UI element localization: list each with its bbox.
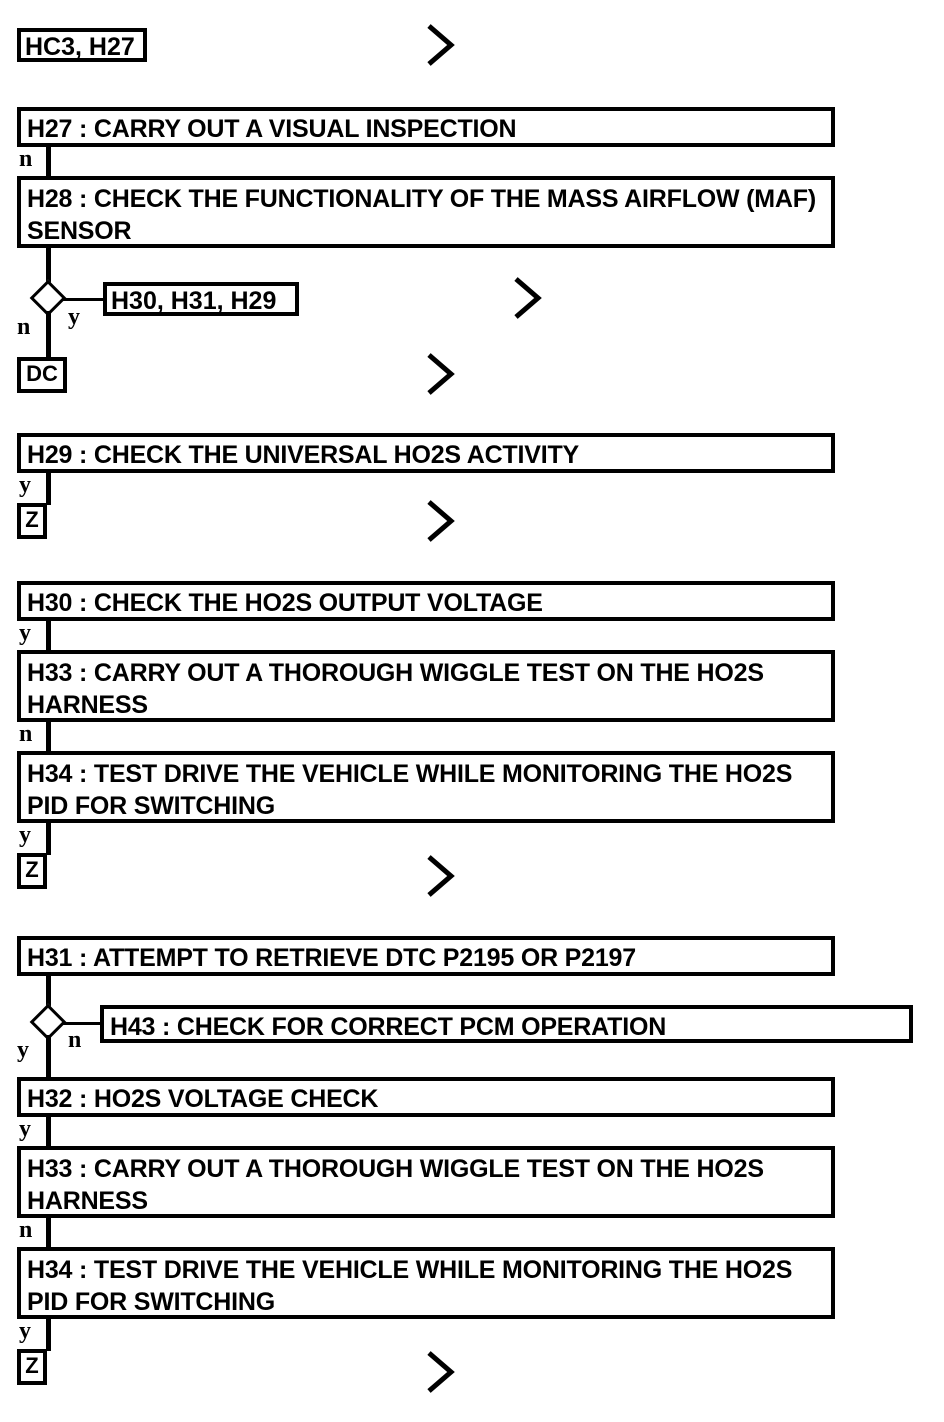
branch-label-decision1-no: n <box>17 314 31 340</box>
connector-h32-h33b <box>46 1117 51 1146</box>
branch-label-h33b-out: n <box>19 1217 33 1243</box>
terminal-box-z-3[interactable]: Z <box>17 1349 47 1385</box>
step-node-h28[interactable]: H28 : CHECK THE FUNCTIONALITY OF THE MAS… <box>17 176 835 248</box>
terminal-box-z-1[interactable]: Z <box>17 503 47 539</box>
branch-label-h33a-out: n <box>19 721 33 747</box>
connector-decision2-no <box>62 1022 104 1025</box>
connector-h34b-z3 <box>46 1319 51 1351</box>
connector-h31-decision2 <box>46 976 51 1012</box>
terminal-box-z-2[interactable]: Z <box>17 853 47 889</box>
step-node-h34-a[interactable]: H34 : TEST DRIVE THE VEHICLE WHILE MONIT… <box>17 751 835 823</box>
step-node-h27[interactable]: H27 : CARRY OUT A VISUAL INSPECTION <box>17 107 835 147</box>
connector-h34a-z2 <box>46 823 51 855</box>
connector-h33b-h34b <box>46 1218 51 1247</box>
reference-box-h30-h31-h29[interactable]: H30, H31, H29 <box>103 282 299 316</box>
branch-label-h34b-out: y <box>19 1318 31 1344</box>
connector-h27-h28 <box>46 147 51 176</box>
continuation-chevron-icon-3 <box>425 351 455 397</box>
step-node-h31[interactable]: H31 : ATTEMPT TO RETRIEVE DTC P2195 OR P… <box>17 936 835 976</box>
branch-label-h27-out: n <box>19 146 33 172</box>
connector-h29-z1 <box>46 473 51 505</box>
connector-h28-decision1 <box>46 248 51 288</box>
branch-label-h30-out: y <box>19 620 31 646</box>
step-node-h29[interactable]: H29 : CHECK THE UNIVERSAL HO2S ACTIVITY <box>17 433 835 473</box>
step-node-h30[interactable]: H30 : CHECK THE HO2S OUTPUT VOLTAGE <box>17 581 835 621</box>
connector-h33a-h34a <box>46 722 51 751</box>
connector-decision1-yes <box>62 298 106 301</box>
branch-label-decision2-no: n <box>68 1027 82 1053</box>
step-node-h33-a[interactable]: H33 : CARRY OUT A THOROUGH WIGGLE TEST O… <box>17 650 835 722</box>
step-node-h43[interactable]: H43 : CHECK FOR CORRECT PCM OPERATION <box>100 1005 913 1043</box>
branch-label-decision1-yes: y <box>68 304 80 330</box>
continuation-chevron-icon-5 <box>425 853 455 899</box>
branch-label-h29-out: y <box>19 472 31 498</box>
branch-label-decision2-yes: y <box>17 1037 29 1063</box>
continuation-chevron-icon-6 <box>425 1349 455 1395</box>
connector-decision2-yes <box>46 1035 51 1077</box>
step-node-h34-b[interactable]: H34 : TEST DRIVE THE VEHICLE WHILE MONIT… <box>17 1247 835 1319</box>
connector-decision1-no <box>46 311 51 359</box>
branch-label-h32-out: y <box>19 1116 31 1142</box>
connector-h30-h33a <box>46 621 51 650</box>
step-node-h33-b[interactable]: H33 : CARRY OUT A THOROUGH WIGGLE TEST O… <box>17 1146 835 1218</box>
reference-box-hc3-h27[interactable]: HC3, H27 <box>17 28 147 62</box>
continuation-chevron-icon-4 <box>425 498 455 544</box>
terminal-box-dc[interactable]: DC <box>17 357 67 393</box>
step-node-h32[interactable]: H32 : HO2S VOLTAGE CHECK <box>17 1077 835 1117</box>
continuation-chevron-icon-1 <box>425 22 455 68</box>
continuation-chevron-icon-2 <box>512 275 542 321</box>
branch-label-h34a-out: y <box>19 822 31 848</box>
